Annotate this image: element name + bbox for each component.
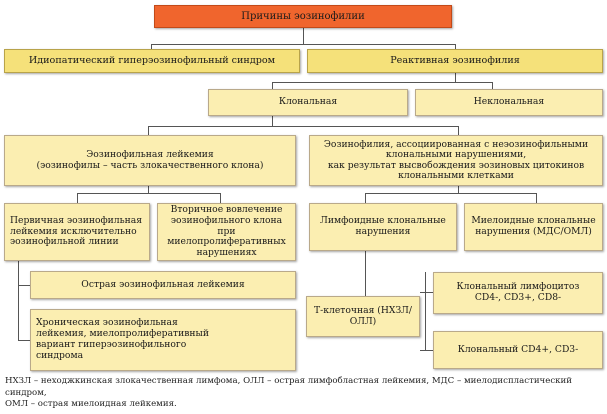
clonal-cd4-label: Клональный CD4+, CD3- [457,343,579,355]
connector [420,292,433,293]
eosinophilic-leukemia-text: Эозинофильная лейкемия (эозинофилы – час… [36,148,264,172]
connector [365,193,536,194]
connector [455,73,456,82]
acute-leukemia-label: Острая эозинофильная лейкемия [81,278,245,290]
reactive-box: Реактивная эозинофилия [307,49,603,73]
connector [425,272,426,351]
myeloid-disorders-box: Миелоидные клональные нарушения (МДС/ОМЛ… [464,203,603,251]
connector [77,193,220,194]
primary-leukemia-box: Первичная эозинофильная лейкемия исключи… [4,203,150,261]
lymphoid-disorders-box: Лимфоидные клональные нарушения [309,203,457,251]
secondary-involvement-text: Вторичное вовлечение эозинофильного клон… [161,203,292,259]
acute-leukemia-box: Острая эозинофильная лейкемия [30,271,296,299]
text-line: Лимфоидные клональные [320,215,446,227]
nonclonal-label: Неклональная [473,96,545,108]
text-line: эозинофильной линии [10,236,119,248]
text-line: нарушения [355,226,411,237]
connector [220,193,221,203]
myeloid-disorders-text: Миелоидные клональные нарушения (МДС/ОМЛ… [471,215,596,238]
footnote: НХЗЛ – неходжкинская злокачественная лим… [5,376,603,411]
text-line: эозинофильного клона при [170,214,283,237]
connector [365,193,366,203]
secondary-involvement-box: Вторичное вовлечение эозинофильного клон… [157,203,296,261]
primary-leukemia-text: Первичная эозинофильная лейкемия исключи… [10,214,143,249]
text-line: клональными клетками [398,169,514,181]
connector [148,186,149,193]
text-line: синдрома [36,349,84,361]
connector [303,28,304,45]
text-line: Вторичное вовлечение [170,203,283,215]
connector [18,285,30,286]
text-line: лейкемия исключительно [10,225,137,237]
text-line: Первичная эозинофильная [10,214,143,226]
text-line: Клональный лимфоцитоз [456,281,580,293]
text-line: (эозинофилы – часть злокачественного кло… [36,159,264,171]
text-line: клональными нарушениями, [385,149,527,161]
connector [148,126,149,135]
text-line: нарушениях [196,247,257,259]
lymphoid-disorders-text: Лимфоидные клональные нарушения [320,215,446,238]
idiopathic-label: Идиопатический гиперэозинофильный синдро… [28,55,276,67]
text-line: лейкемия, миелопролиферативный [36,328,209,340]
clonal-box: Клональная [208,89,408,116]
connector [536,193,537,203]
idiopathic-box: Идиопатический гиперэозинофильный синдро… [4,49,300,73]
text-line: миелопролиферативных [167,236,286,248]
connector [77,193,78,203]
text-line: нарушения (МДС/ОМЛ) [475,226,592,237]
nonclonal-box: Неклональная [415,89,603,116]
chronic-leukemia-box: Хроническая эозинофильная лейкемия, миел… [30,309,296,371]
chronic-leukemia-text: Хроническая эозинофильная лейкемия, миел… [36,317,209,361]
connector [272,82,492,83]
reactive-label: Реактивная эозинофилия [390,55,520,67]
text-line: Хроническая эозинофильная [36,317,178,329]
connector [151,44,455,45]
text-line: Миелоидные клональные [471,215,596,227]
associated-eosinophilia-text: Эозинофилия, ассоциированная с неэозиноф… [323,138,589,181]
eosinophilic-leukemia-box: Эозинофильная лейкемия (эозинофилы – час… [4,135,296,186]
connector [492,82,493,89]
root-causes-box: Причины эозинофилии [154,5,452,28]
connector [18,340,30,341]
text-line: Эозинофильная лейкемия [86,148,214,160]
text-line: как результат высвобождения эозиновых ци… [327,159,585,171]
footnote-line: НХЗЛ – неходжкинская злокачественная лим… [5,376,572,398]
clonal-lymphocytosis-text: Клональный лимфоцитоз CD4-, CD3+, CD8- [456,281,580,304]
clonal-label: Клональная [278,96,338,108]
connector [272,82,273,89]
tcell-box: Т-клеточная (НХЗЛ/ОЛЛ) [306,296,420,337]
tcell-label: Т-клеточная (НХЗЛ/ОЛЛ) [314,304,412,327]
clonal-lymphocytosis-box: Клональный лимфоцитоз CD4-, CD3+, CD8- [433,272,603,314]
root-causes-label: Причины эозинофилии [241,10,365,22]
text-line: вариант гиперэозинофильного [36,339,187,350]
connector [458,186,459,193]
associated-eosinophilia-box: Эозинофилия, ассоциированная с неэозиноф… [309,135,603,186]
clonal-cd4-box: Клональный CD4+, CD3- [433,331,603,369]
connector [148,126,458,127]
footnote-line: ОМЛ – острая миелоидная лейкемия. [5,399,177,410]
connector [420,350,433,351]
connector [458,126,459,135]
connector [455,44,456,49]
connector [18,261,19,341]
connector [272,116,273,126]
connector [365,251,366,296]
text-line: CD4-, CD3+, CD8- [474,292,562,303]
connector [151,44,152,49]
text-line: Эозинофилия, ассоциированная с неэозиноф… [323,138,589,150]
